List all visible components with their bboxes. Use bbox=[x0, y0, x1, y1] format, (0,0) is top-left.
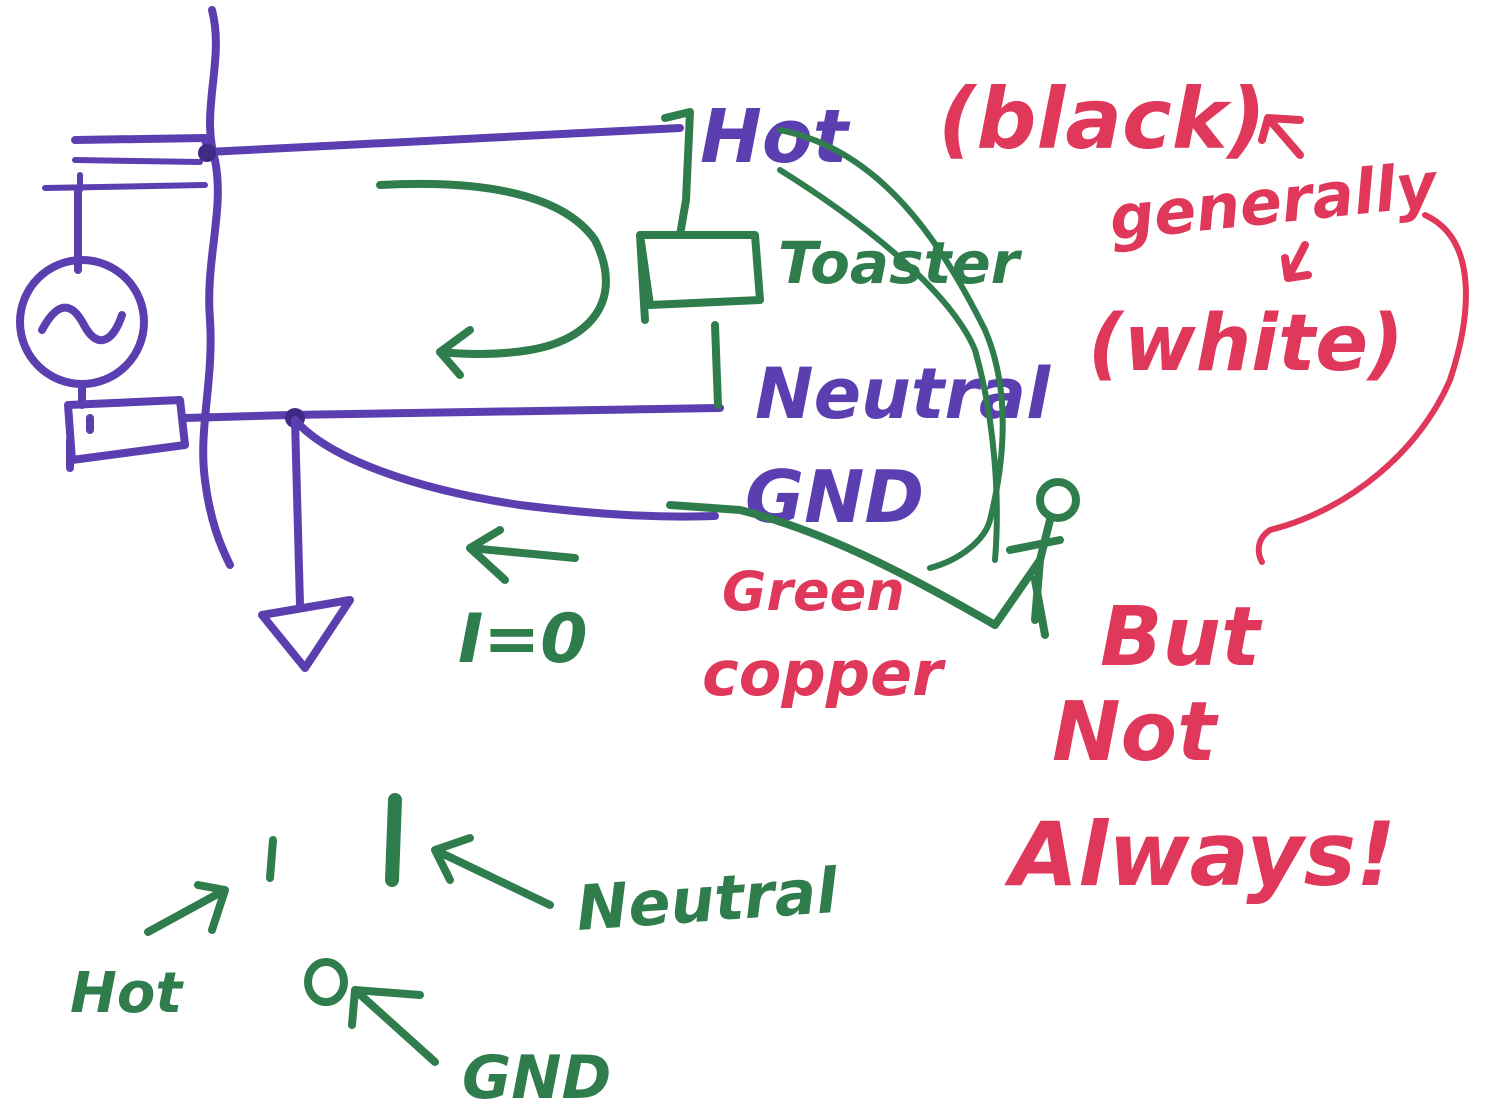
arrow-to-ground-hole-icon bbox=[348, 986, 439, 1066]
chassis-wire bbox=[777, 127, 1006, 571]
label-but: But bbox=[1100, 590, 1263, 685]
bracket-curve bbox=[1255, 212, 1469, 565]
label-neutral: Neutral bbox=[755, 353, 1051, 435]
ac-sine-icon bbox=[38, 303, 126, 345]
label-not: Not bbox=[1052, 685, 1219, 780]
label-current-zero: I=0 bbox=[458, 600, 588, 679]
arrow-to-hot-slot-icon bbox=[144, 881, 229, 936]
earth-ground-icon bbox=[258, 596, 354, 672]
outlet-label-hot: Hot bbox=[70, 961, 184, 1026]
fault-path bbox=[666, 501, 999, 629]
wall-line bbox=[199, 6, 234, 569]
neutral-wire bbox=[181, 404, 724, 422]
label-black: (black) bbox=[938, 70, 1266, 168]
label-gnd: GND bbox=[745, 455, 924, 539]
blue-circuit bbox=[16, 6, 724, 672]
person-body-icon bbox=[991, 516, 1064, 639]
ground-wire bbox=[291, 416, 719, 521]
current-zero-arrow-icon bbox=[466, 526, 579, 584]
label-white: (white) bbox=[1088, 299, 1404, 389]
red-annotations bbox=[1255, 114, 1469, 565]
person-head-icon bbox=[1036, 478, 1080, 522]
outlet-ground-hole bbox=[304, 958, 348, 1006]
toaster-hot-lead bbox=[661, 108, 694, 239]
hot-wire-detail bbox=[42, 157, 208, 193]
label-copper: copper bbox=[702, 637, 946, 710]
earth-stem bbox=[291, 416, 304, 609]
label-always: Always! bbox=[1004, 803, 1396, 906]
label-green: Green bbox=[722, 560, 905, 623]
outlet-label-gnd: GND bbox=[462, 1043, 611, 1113]
arrow-to-neutral-slot-icon bbox=[431, 834, 554, 909]
toaster-box bbox=[636, 231, 764, 324]
green-circuit bbox=[376, 108, 1080, 639]
arrow-to-white-icon bbox=[1281, 241, 1312, 282]
label-hot: Hot bbox=[700, 94, 851, 180]
chassis-wire-inner bbox=[777, 167, 1000, 563]
top-junction-dot bbox=[198, 144, 216, 162]
outlet-neutral-slot bbox=[385, 793, 402, 887]
toaster-neutral-lead bbox=[711, 321, 722, 409]
resistor-box bbox=[64, 396, 189, 472]
arrow-to-black-icon bbox=[1258, 114, 1304, 159]
label-toaster: Toaster bbox=[778, 229, 1023, 297]
hot-wire bbox=[71, 124, 684, 156]
current-loop-arrow bbox=[376, 179, 610, 359]
outlet-hot-slot bbox=[266, 836, 277, 882]
outlet-label-neutral: Neutral bbox=[574, 854, 841, 945]
current-loop-arrowhead-icon bbox=[436, 326, 474, 379]
outlet-diagram bbox=[144, 793, 554, 1066]
